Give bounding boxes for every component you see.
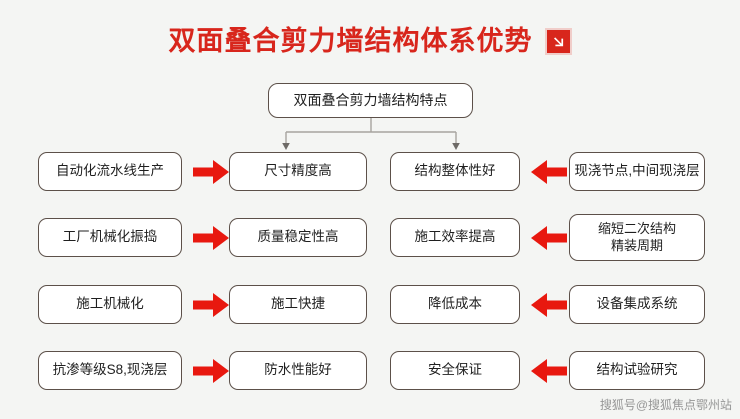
arrow-right-icon-4: [190, 356, 232, 386]
node-right-effect-1: 结构整体性好: [390, 152, 520, 191]
node-left-effect-3: 施工快捷: [229, 285, 367, 324]
root-connector: [268, 118, 474, 154]
arrow-left-icon-1: [528, 157, 570, 187]
node-left-cause-1: 自动化流水线生产: [38, 152, 182, 191]
page-title: 双面叠合剪力墙结构体系优势: [0, 18, 740, 64]
arrow-left-icon-3: [528, 290, 570, 320]
arrow-left-icon-2: [528, 223, 570, 253]
node-right-effect-3: 降低成本: [390, 285, 520, 324]
node-left-effect-4: 防水性能好: [229, 351, 367, 390]
page-title-text: 双面叠合剪力墙结构体系优势: [168, 25, 533, 56]
node-left-cause-3: 施工机械化: [38, 285, 182, 324]
node-right-cause-4: 结构试验研究: [569, 351, 705, 390]
node-left-cause-4: 抗渗等级S8,现浇层: [38, 351, 182, 390]
arrow-right-icon-3: [190, 290, 232, 320]
watermark: 搜狐号@搜狐焦点鄂州站: [599, 398, 732, 412]
arrow-left-icon-4: [528, 356, 570, 386]
node-right-effect-4: 安全保证: [390, 351, 520, 390]
node-right-cause-2: 缩短二次结构精装周期: [569, 214, 705, 261]
node-left-effect-1: 尺寸精度高: [229, 152, 367, 191]
node-left-effect-2: 质量稳定性高: [229, 218, 367, 257]
node-right-cause-3: 设备集成系统: [569, 285, 705, 324]
node-left-cause-2: 工厂机械化振捣: [38, 218, 182, 257]
node-right-effect-2: 施工效率提高: [390, 218, 520, 257]
arrow-down-right-icon: [544, 27, 572, 55]
arrow-right-icon-1: [190, 157, 232, 187]
root-node: 双面叠合剪力墙结构特点: [268, 83, 473, 118]
node-right-cause-1: 现浇节点,中间现浇层: [569, 152, 705, 191]
arrow-right-icon-2: [190, 223, 232, 253]
